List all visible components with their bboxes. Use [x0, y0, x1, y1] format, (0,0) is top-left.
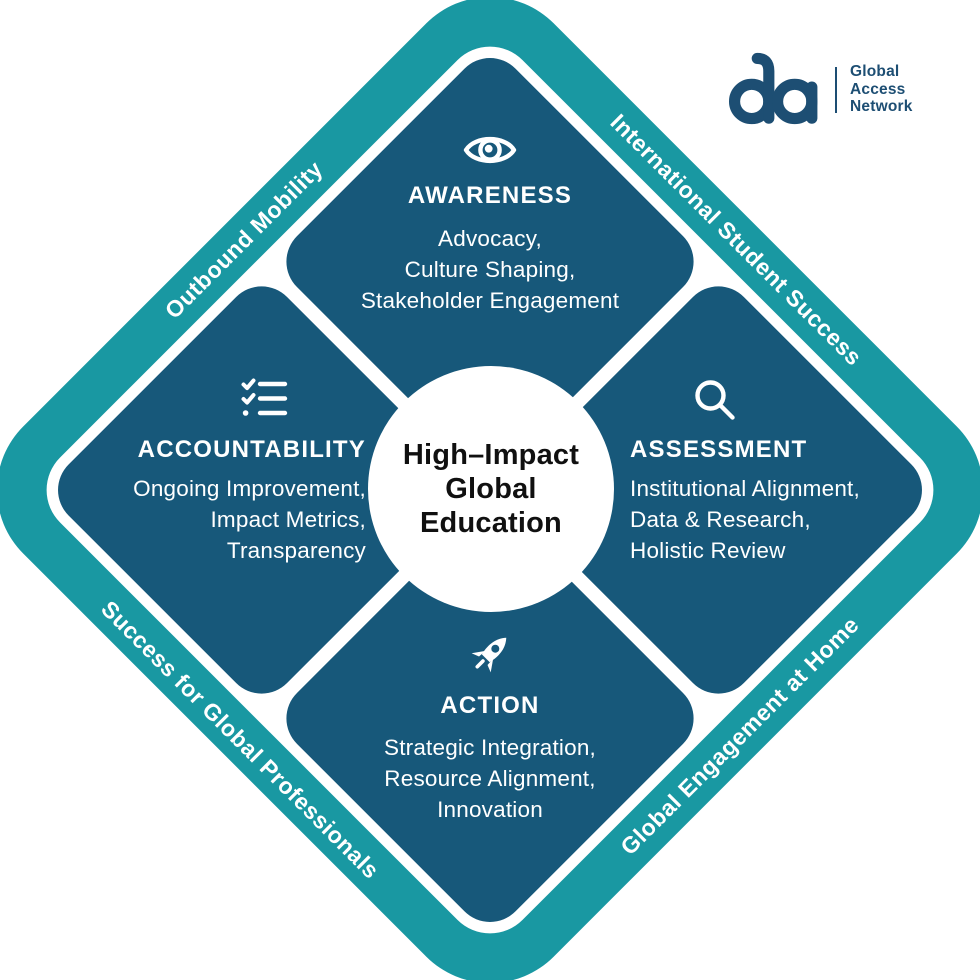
quadrant-title: ACTION [440, 692, 540, 719]
quadrant-items: Institutional Alignment, Data & Research… [630, 473, 960, 566]
quadrant-item: Advocacy, [438, 226, 542, 251]
center-title-line2: Global [445, 473, 537, 505]
quadrant-item: Strategic Integration, [383, 735, 597, 760]
quadrant-items: Strategic Integration, Resource Alignmen… [290, 732, 690, 825]
logo: Global Access Network [727, 52, 913, 127]
center-title-line3: Education [420, 507, 562, 539]
quadrant-accountability: ACCOUNTABILITY Ongoing Improvement, Impa… [36, 436, 366, 566]
quadrant-item: Innovation [437, 797, 543, 822]
eye-icon [463, 137, 517, 163]
rocket-icon [471, 637, 507, 673]
logo-word-line: Access [850, 80, 906, 98]
quadrant-assessment: ASSESSMENT Institutional Alignment, Data… [630, 436, 960, 566]
quadrant-items: Advocacy, Culture Shaping, Stakeholder E… [290, 223, 690, 316]
quadrant-item: Resource Alignment, [384, 766, 596, 791]
quadrant-items: Ongoing Improvement, Impact Metrics, Tra… [36, 473, 366, 566]
logo-word-line: Global [850, 63, 900, 81]
quadrant-item: Ongoing Improvement, [133, 476, 366, 501]
search-icon [695, 380, 735, 420]
quadrant-item: Holistic Review [630, 538, 786, 563]
quadrant-action: ACTION Strategic Integration, Resource A… [290, 628, 690, 825]
quadrant-awareness: AWARENESS Advocacy, Culture Shaping, Sta… [290, 128, 690, 316]
quadrant-item: Impact Metrics, [210, 507, 366, 532]
logo-word-line: Network [850, 98, 913, 116]
logo-da-mark [728, 52, 818, 125]
logo-separator [835, 66, 837, 113]
logo-wordmark: Global Access Network [850, 63, 913, 116]
quadrant-item: Stakeholder Engagement [360, 288, 620, 313]
quadrant-item: Institutional Alignment, [630, 476, 860, 501]
quadrant-item: Data & Research, [630, 507, 811, 532]
checklist-icon [241, 378, 288, 416]
quadrant-title: ASSESSMENT [630, 436, 808, 463]
quadrant-title: AWARENESS [407, 182, 573, 209]
quadrant-item: Transparency [226, 538, 366, 563]
center-title-line1: High–Impact [402, 439, 580, 471]
center-hub: High–Impact Global Education [368, 366, 614, 612]
quadrant-title: ACCOUNTABILITY [137, 436, 366, 463]
center-title: High–Impact Global Education [403, 438, 579, 540]
quadrant-item: Culture Shaping, [404, 257, 576, 282]
